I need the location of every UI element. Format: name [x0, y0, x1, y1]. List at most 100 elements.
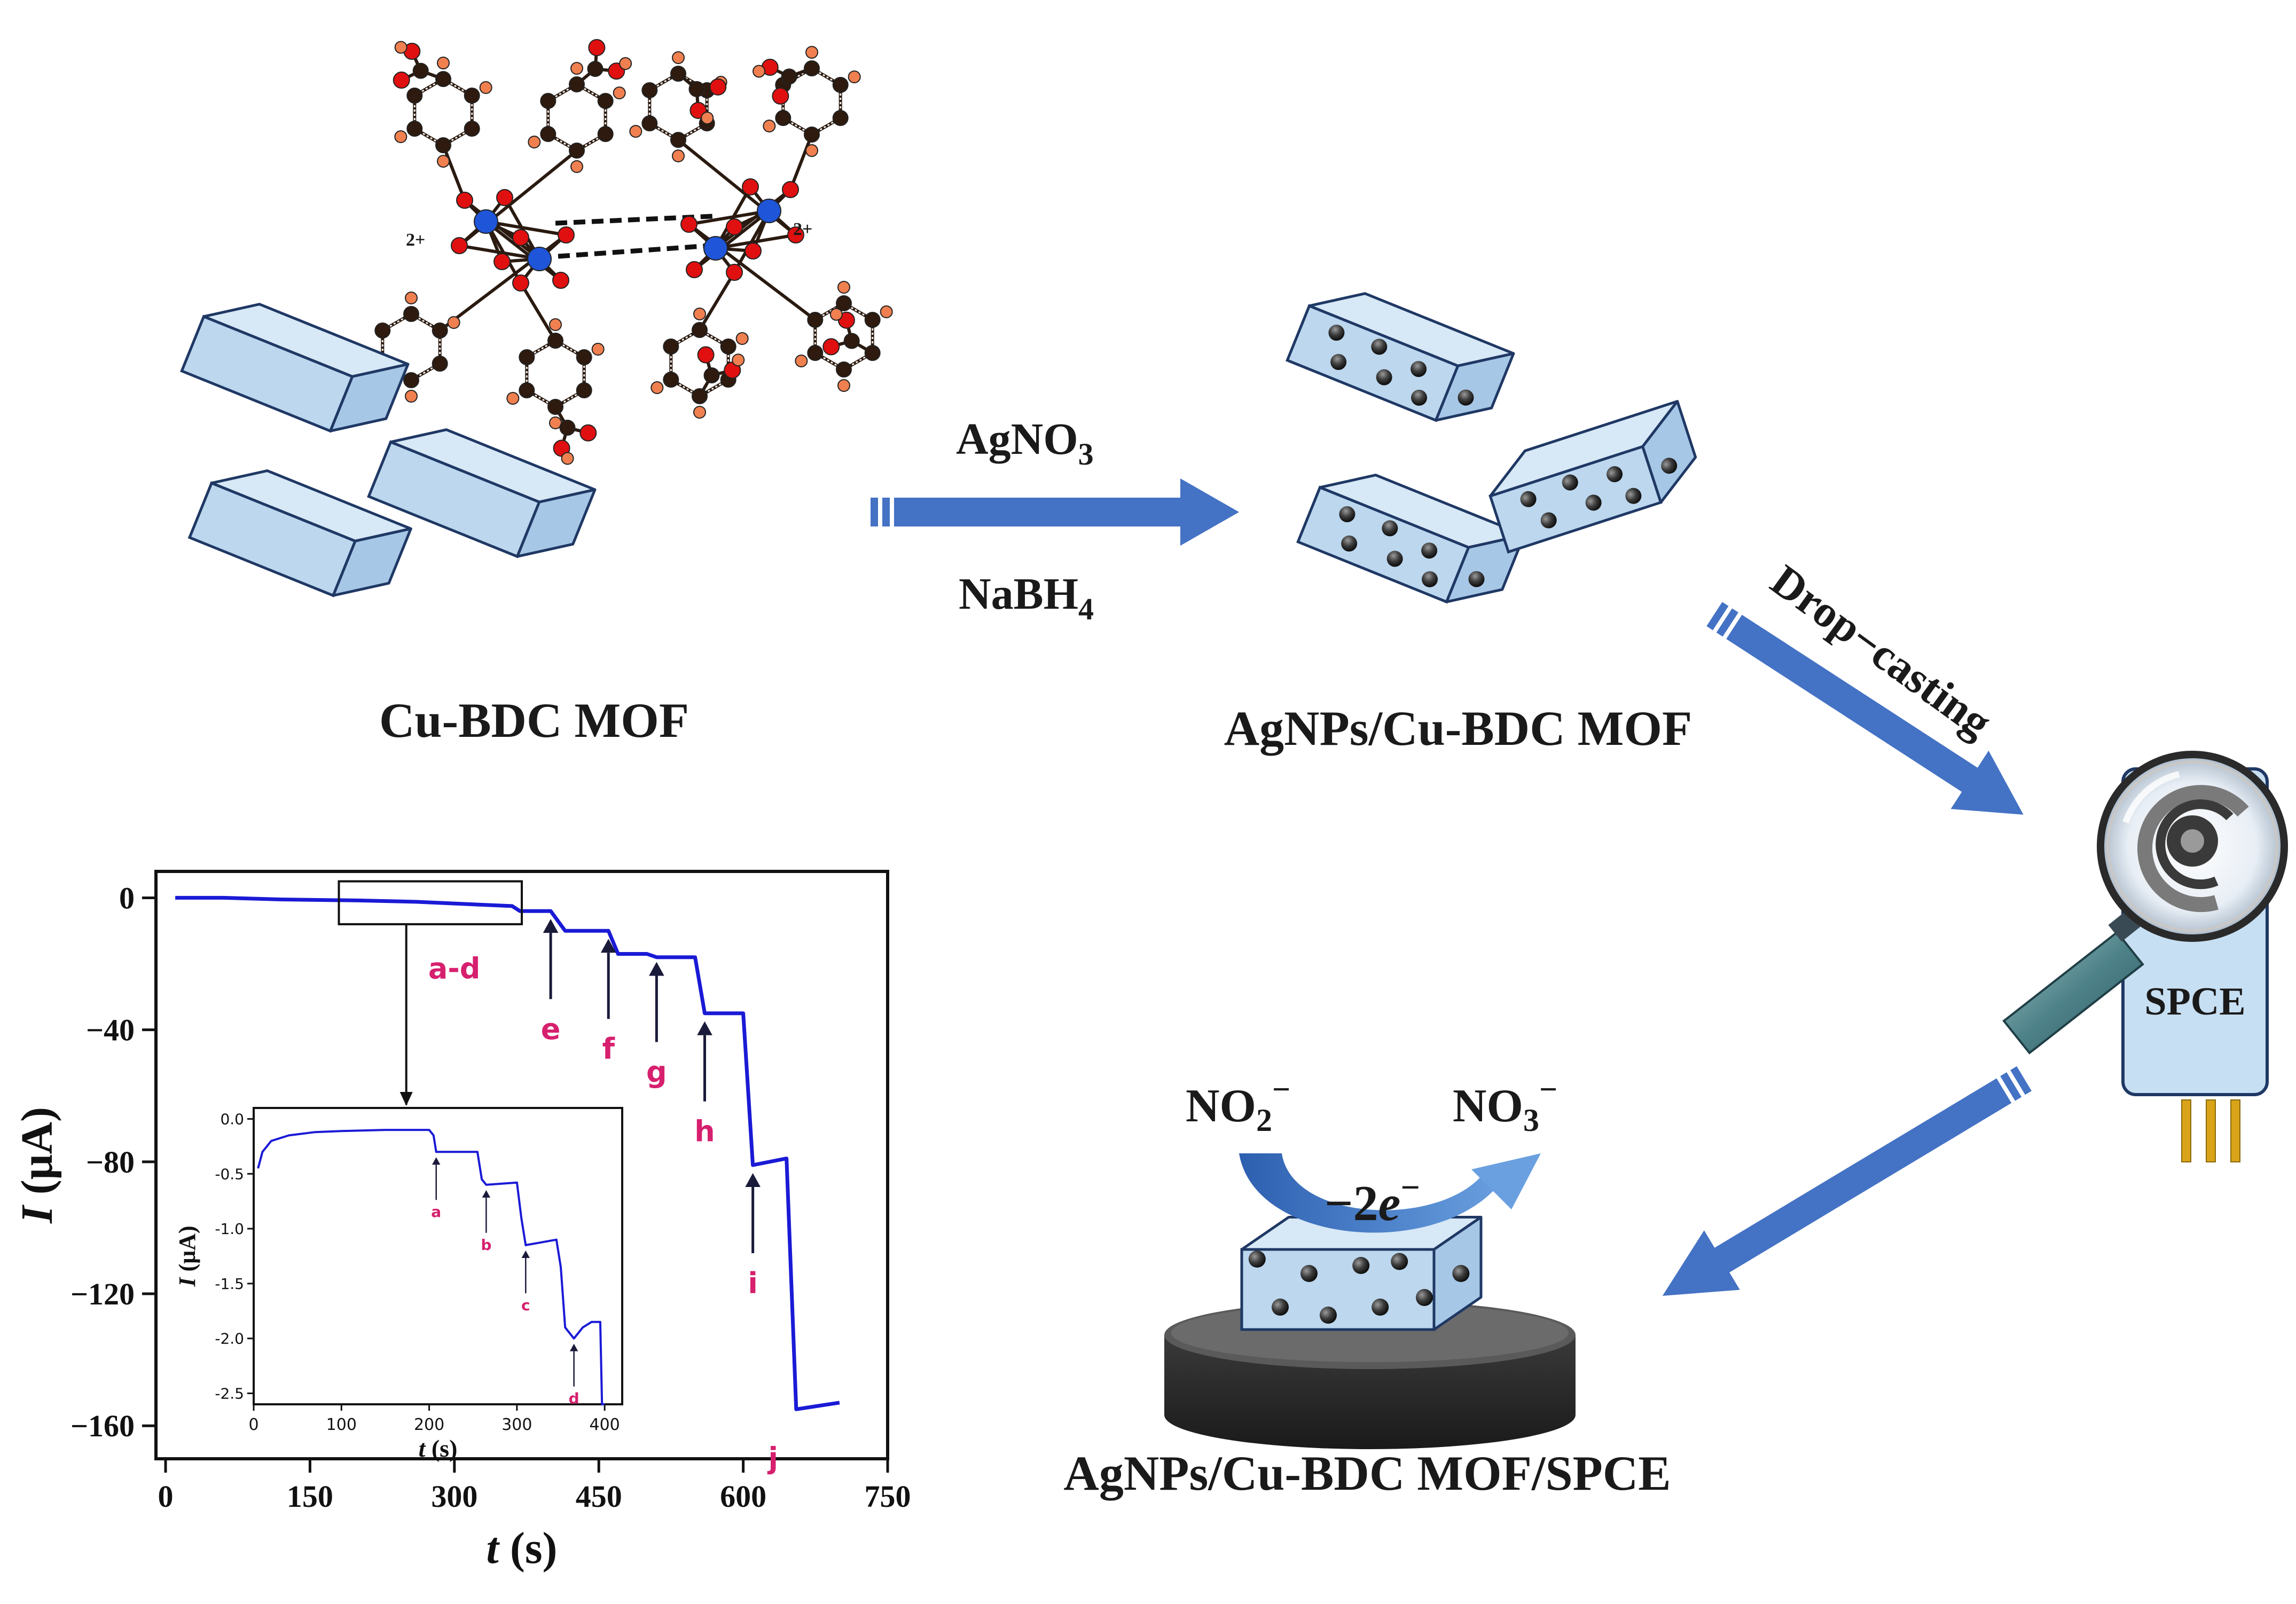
label-agnps-cu-bdc-mof-spce: AgNPs/Cu-BDC MOF/SPCE — [1063, 1446, 1671, 1500]
silver-nanoparticle — [1411, 389, 1428, 406]
carbon-atom — [569, 143, 585, 159]
silver-nanoparticle — [1248, 1251, 1266, 1268]
silver-nanoparticle — [1540, 512, 1557, 529]
x-tick-label: 450 — [576, 1479, 622, 1514]
carbon-atom — [864, 345, 881, 361]
arrow-drop-casting — [1706, 602, 2024, 815]
oxygen-atom — [742, 178, 759, 195]
carbon-atom — [804, 127, 820, 143]
y-tick-label: −80 — [86, 1145, 135, 1180]
hydrogen-atom — [693, 406, 706, 419]
silver-nanoparticle — [1410, 361, 1427, 378]
hydrogen-atom — [672, 51, 685, 64]
crystal-front-face — [180, 314, 354, 433]
hydrogen-atom — [795, 355, 808, 367]
marker-label-g: g — [646, 1055, 667, 1089]
inset-y-axis-label-unit: (μA) — [174, 1225, 200, 1277]
marker-arrow-e-head — [543, 919, 559, 933]
silver-nanoparticle — [1520, 491, 1537, 507]
carbon-atom — [547, 333, 563, 349]
carbon-atom — [403, 372, 419, 388]
agnps-crystal-on-electrode — [1240, 1213, 1483, 1331]
carbon-atom — [804, 60, 820, 76]
inset-plot-frame — [253, 1107, 623, 1405]
carbon-atom — [569, 76, 585, 92]
arrow-to-electrode — [1662, 1066, 2032, 1296]
copper-atom — [527, 247, 552, 271]
carbon-atom — [576, 349, 592, 365]
crystal-3 — [367, 428, 597, 559]
inset-x-axis-label-unit: (s) — [425, 1435, 457, 1462]
cu-bdc-molecular-structure — [324, 39, 893, 465]
marker-arrow-h-head — [697, 1021, 712, 1035]
oxygen-atom — [451, 237, 468, 254]
carbon-atom — [670, 66, 686, 82]
carbon-atom — [547, 399, 563, 415]
hydrogen-atom — [735, 332, 749, 345]
hydrogen-atom — [437, 155, 450, 168]
x-tick-label: 300 — [431, 1479, 477, 1514]
x-axis-label: t (s) — [487, 1523, 558, 1573]
oxygen-atom — [393, 72, 410, 89]
carbon-atom — [576, 382, 592, 398]
marker-label-e: e — [541, 1012, 561, 1046]
hydrogen-atom — [829, 308, 843, 321]
oxygen-atom — [496, 189, 513, 206]
inset-marker-label-b: b — [481, 1236, 491, 1254]
silver-nanoparticle — [1457, 389, 1474, 406]
hydrogen-atom — [591, 343, 605, 356]
arrow-synthesis — [871, 478, 1239, 546]
hydrogen-atom — [479, 81, 492, 94]
silver-nanoparticle — [1625, 488, 1642, 504]
carbon-atom — [663, 372, 679, 388]
carbon-atom — [720, 339, 736, 355]
bond — [789, 133, 813, 191]
inset-x-axis-label: t (s) — [419, 1435, 458, 1462]
hydrogen-atom — [848, 70, 861, 83]
marker-label-j: j — [767, 1441, 778, 1475]
y-axis-label-unit: (μA) — [12, 1107, 62, 1206]
inset-marker-arrow-b-head — [482, 1190, 491, 1198]
oxygen-atom — [558, 226, 575, 243]
interaction-dash-2 — [558, 243, 711, 259]
hydrogen-atom — [629, 125, 642, 138]
inset-y-axis-label-symbol: I — [174, 1277, 200, 1287]
carbon-atom — [412, 62, 429, 79]
bond — [485, 220, 562, 282]
silver-nanoparticle — [1330, 353, 1347, 370]
hydrogen-atom — [805, 144, 818, 157]
marker-arrow-f-head — [600, 939, 616, 953]
carbon-atom — [587, 61, 604, 77]
silver-nanoparticle — [1585, 494, 1602, 511]
inset-marker-label-d: d — [569, 1390, 579, 1408]
product-no3: NO3− — [1453, 1072, 1557, 1138]
reactant-no2: NO2− — [1186, 1072, 1290, 1138]
x-axis-label-symbol: t — [487, 1523, 500, 1573]
oxygen-atom — [512, 274, 529, 292]
carbon-atom — [807, 312, 824, 328]
magnifier-icon — [2002, 751, 2288, 1055]
oxygen-atom — [493, 253, 511, 270]
inset-x-tick-label: 200 — [414, 1416, 444, 1434]
carbon-atom — [641, 115, 658, 131]
inset-x-tick-label: 300 — [501, 1416, 532, 1434]
copper-atom — [757, 199, 781, 223]
carbon-atom — [832, 77, 849, 93]
copper-atom — [474, 209, 498, 234]
marker-label-h: h — [694, 1115, 715, 1149]
carbon-atom — [464, 88, 480, 104]
oxygen-atom — [726, 264, 743, 281]
carbon-atom — [597, 126, 614, 142]
inset-x-tick-label: 400 — [590, 1416, 620, 1434]
x-axis-label-unit: (s) — [499, 1523, 558, 1573]
silver-nanoparticle — [1320, 1307, 1337, 1324]
carbon-atom — [836, 295, 852, 311]
silver-nanoparticle — [1376, 369, 1392, 386]
carbon-atom — [559, 419, 576, 436]
crystal-front-face — [367, 440, 541, 559]
marker-arrow-i-head — [745, 1173, 761, 1187]
carbon-atom — [692, 322, 708, 338]
ag-crystal-3 — [1488, 400, 1697, 554]
electron-transfer-label: −2e− — [1325, 1168, 1420, 1231]
oxygen-atom — [552, 272, 569, 289]
